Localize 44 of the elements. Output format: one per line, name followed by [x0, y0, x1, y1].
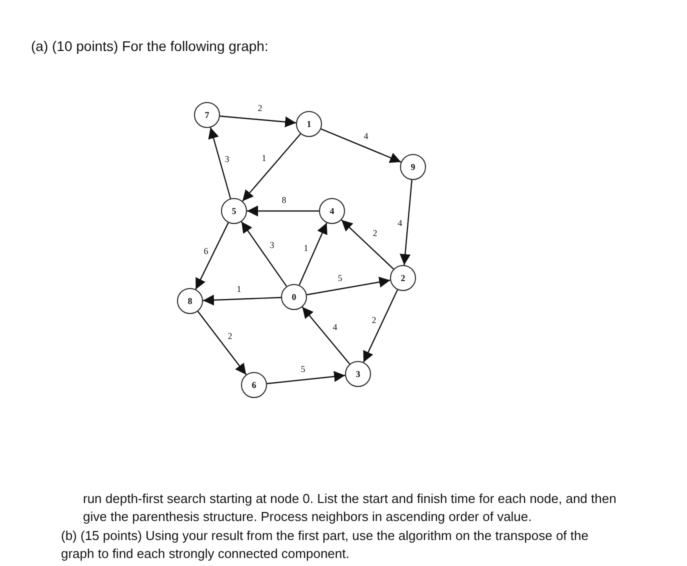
edge-label: 3 [224, 154, 230, 164]
graph-node: 3 [345, 361, 371, 387]
graph-node: 9 [400, 154, 426, 180]
edge-label: 6 [202, 246, 210, 256]
edge-label: 2 [226, 331, 234, 341]
arrow [341, 219, 394, 270]
edge-label: 5 [300, 364, 306, 374]
edge-label: 3 [268, 240, 276, 250]
arrow [306, 276, 390, 296]
edge-label: 2 [370, 315, 378, 325]
edge-label: 1 [260, 153, 268, 163]
arrow [242, 133, 301, 202]
edge-label: 1 [302, 243, 310, 253]
edge-label: 4 [362, 131, 370, 141]
graph-node: 8 [177, 288, 203, 314]
edge-label: 2 [372, 228, 378, 238]
arrow [266, 371, 346, 384]
arrow [362, 290, 398, 362]
edge-label: 2 [256, 103, 264, 113]
question-text: run depth-first search starting at node 0. List the start and finish time for each node, and then give the parenthesis structure. Process neighbors in ascending order of value. [83, 490, 618, 526]
arrow [240, 221, 288, 287]
graph-node: 5 [221, 198, 247, 224]
graph-node: 4 [319, 198, 345, 224]
graph-node: 1 [296, 111, 322, 137]
graph-node: 7 [194, 102, 220, 128]
edge-label: 4 [332, 322, 338, 332]
arrow [220, 116, 296, 128]
title: (a) (10 points) For the following graph: [31, 38, 268, 54]
arrow [202, 294, 282, 306]
graph-node: 0 [281, 284, 307, 310]
arrow [197, 310, 247, 376]
arrow [195, 222, 229, 290]
edge-label: 4 [396, 218, 404, 228]
arrow [400, 180, 412, 266]
graph-node: 6 [241, 372, 267, 398]
arrow [208, 127, 232, 199]
edge-label: 8 [280, 195, 288, 205]
arrow [298, 222, 328, 286]
edge-label: 5 [336, 273, 344, 283]
question-text: (b) (15 points) Using your result from the first part, use the algorithm on the transpose of the graph to find each strongly connected component. [61, 527, 590, 563]
arrow [320, 128, 402, 163]
edge-label: 1 [236, 284, 242, 294]
arrow [247, 206, 319, 216]
graph-node: 2 [390, 265, 416, 291]
